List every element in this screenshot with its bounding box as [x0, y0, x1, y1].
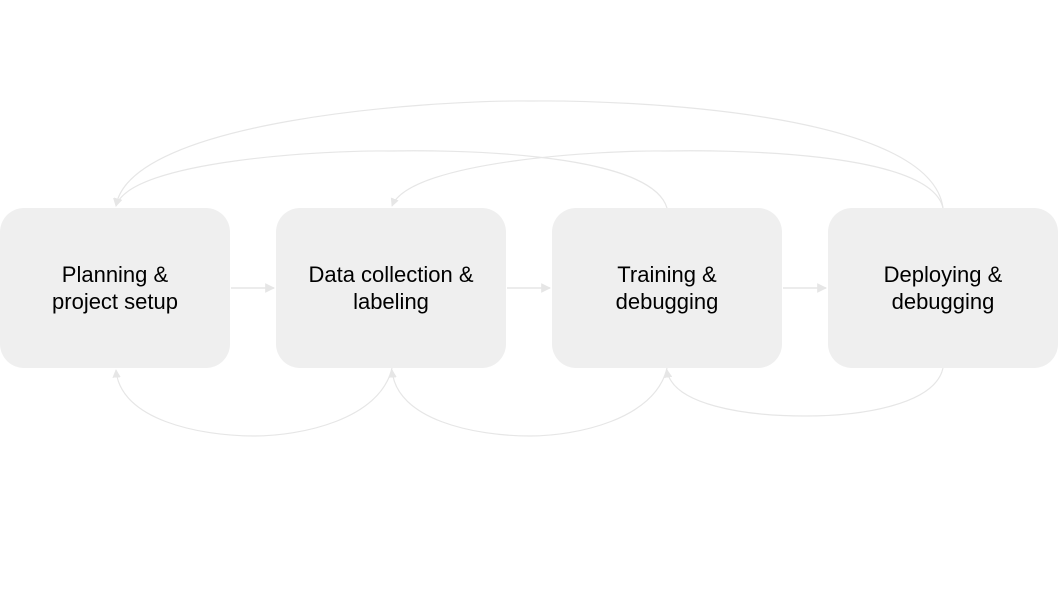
loop-training-to-planning — [114, 150, 668, 209]
stage-training-label: Training & debugging — [615, 262, 719, 314]
stage-data-collection: Data collection & labeling — [276, 208, 506, 368]
loop-deploying-to-training — [663, 367, 944, 417]
loop-deploying-to-data — [390, 150, 944, 209]
loop-training-to-data — [388, 367, 668, 437]
loop-data-to-planning — [112, 367, 393, 437]
stage-planning: Planning & project setup — [0, 208, 230, 368]
stage-planning-label: Planning & project setup — [52, 262, 178, 314]
loop-deploying-to-planning — [113, 100, 944, 209]
stage-deploying-label: Deploying & debugging — [883, 262, 1003, 314]
stage-training: Training & debugging — [552, 208, 782, 368]
stage-deploying: Deploying & debugging — [828, 208, 1058, 368]
stage-data-collection-label: Data collection & labeling — [308, 262, 474, 314]
